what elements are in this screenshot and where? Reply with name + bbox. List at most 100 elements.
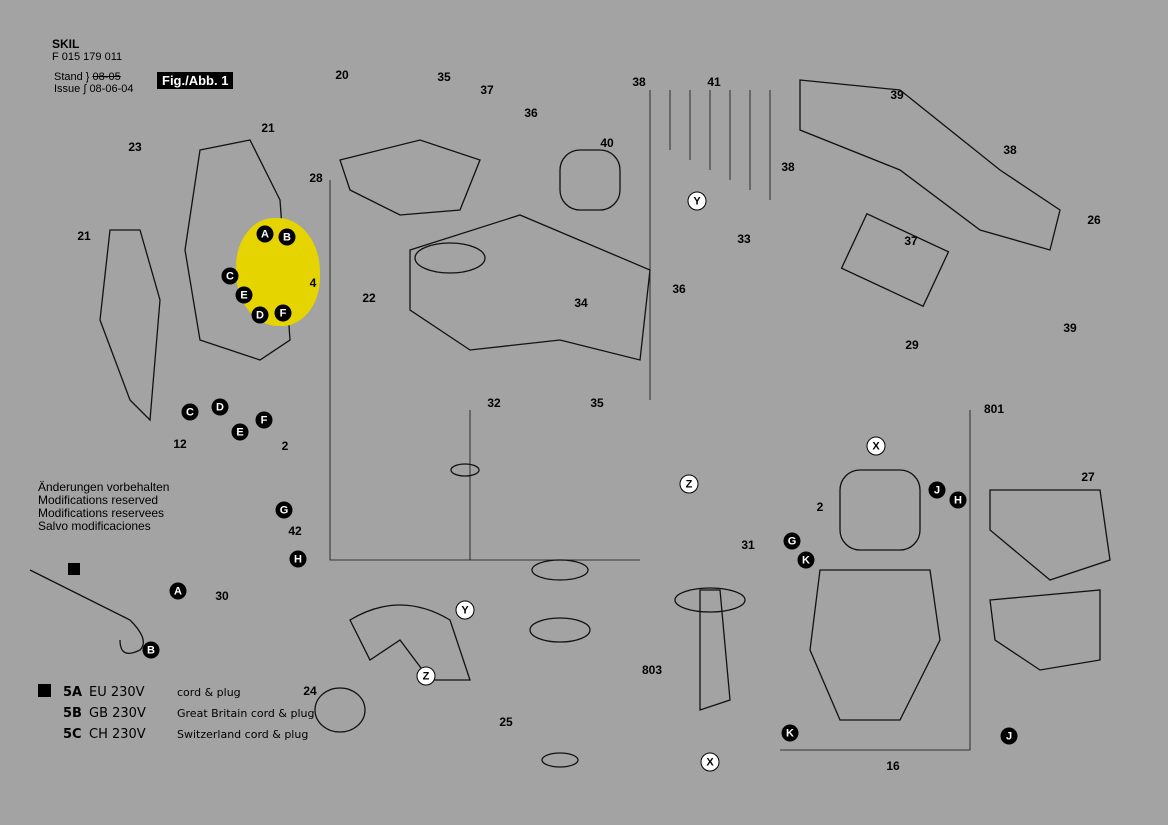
figure-label: Fig./Abb. 1 (157, 72, 234, 89)
part-number-label: 33 (737, 232, 751, 246)
legend-voltage: CH 230V (89, 727, 146, 742)
part-number-label: 42 (288, 524, 302, 538)
part-number-label: 38 (632, 75, 646, 89)
square-marker-icon (38, 684, 51, 697)
part-number-label: 38 (1003, 143, 1017, 157)
connector-letter-badge: X (700, 752, 720, 772)
part-number-label: 21 (77, 229, 91, 243)
part-number-label: 22 (362, 291, 376, 305)
connector-letter-badge: G (275, 501, 293, 519)
side-handle (314, 604, 471, 733)
part-number-label: 41 (707, 75, 721, 89)
part-number-label: 37 (904, 234, 918, 248)
part-number-label: 2 (816, 500, 824, 514)
part-number-label: 39 (890, 88, 904, 102)
connector-letter-badge: K (797, 551, 815, 569)
connector-letter-badge: F (255, 411, 273, 429)
part-number-label: 30 (215, 589, 229, 603)
part-number-label: 35 (590, 396, 604, 410)
legend-row: 5C CH 230V Switzerland cord & plug (38, 724, 314, 745)
part-number-label: 29 (905, 338, 919, 352)
connector-letter-badge: Y (455, 600, 475, 620)
connector-letter-badge: A (256, 225, 274, 243)
connector-letter-badge: X (866, 436, 886, 456)
modification-notes: Änderungen vorbehalten Modifications res… (38, 481, 169, 533)
part-number-label: 16 (886, 759, 900, 773)
part-number-label: 21 (261, 121, 275, 135)
connector-letter-badge: Z (679, 474, 699, 494)
part-number-label: 32 (487, 396, 501, 410)
issue-label: Issue (54, 83, 81, 95)
note: Salvo modificaciones (38, 519, 151, 533)
spindle-assembly (559, 79, 1061, 308)
part-number-label: 801 (983, 402, 1005, 416)
part-number-label: 40 (600, 136, 614, 150)
legend-row: 5A EU 230V cord & plug (38, 682, 314, 703)
part-number-label: 26 (1087, 213, 1101, 227)
leader-lines (329, 90, 971, 751)
brush-covers (989, 489, 1111, 671)
connector-letter-badge: H (949, 491, 967, 509)
legend-desc: cord & plug (177, 686, 241, 699)
part-code: F 015 179 011 (52, 51, 123, 63)
part-number-label: 36 (524, 106, 538, 120)
motor-housing (809, 469, 941, 721)
part-number-label: 35 (437, 70, 451, 84)
connector-letter-badge: J (928, 481, 946, 499)
legend-key: 5C (63, 727, 82, 742)
stand-issue: Stand } 08-05 Issue ∫ 08-06-04 (54, 71, 134, 95)
connector-letter-badge: B (142, 641, 160, 659)
cord-legend: 5A EU 230V cord & plug 5B GB 230V Great Brit… (38, 682, 314, 745)
legend-key: 5A (63, 685, 83, 700)
legend-desc: Switzerland cord & plug (177, 728, 309, 741)
legend-key: 5B (63, 706, 82, 721)
part-number-label: 4 (309, 276, 317, 290)
stand-value: 08-05 (92, 71, 121, 83)
cord (29, 569, 144, 654)
part-number-label: 31 (741, 538, 755, 552)
connector-letter-badge: Y (687, 191, 707, 211)
part-number-label: 2 (281, 439, 289, 453)
part-number-label: 36 (672, 282, 686, 296)
connector-letter-badge: E (231, 423, 249, 441)
legend-desc: Great Britain cord & plug (177, 707, 315, 720)
note: Änderungen vorbehalten (38, 480, 170, 494)
connector-letter-badge: B (278, 228, 296, 246)
note: Modifications reserved (38, 493, 159, 507)
note: Modifications reservees (38, 506, 165, 520)
legend-voltage: EU 230V (89, 685, 145, 700)
part-number-label: 803 (641, 663, 663, 677)
top-cover (339, 139, 481, 216)
part-number-label: 20 (335, 68, 349, 82)
connector-letter-badge: A (169, 582, 187, 600)
gear-housing (409, 214, 651, 361)
connector-letter-badge: K (781, 724, 799, 742)
part-number-label: 37 (480, 83, 494, 97)
connector-letter-badge: Z (416, 666, 436, 686)
issue-value: 08-06-04 (89, 83, 134, 95)
connector-letter-badge: F (274, 304, 292, 322)
part-number-label: 24 (303, 684, 317, 698)
square-marker-icon (68, 563, 80, 575)
part-number-label: 12 (173, 437, 187, 451)
connector-letter-badge: G (783, 532, 801, 550)
connector-letter-badge: D (211, 398, 229, 416)
part-number-label: 28 (309, 171, 323, 185)
part-number-label: 39 (1063, 321, 1077, 335)
handle-housing (99, 139, 291, 422)
brand-label: SKIL (52, 37, 80, 51)
legend-row: 5B GB 230V Great Britain cord & plug (38, 703, 314, 724)
connector-letter-badge: D (251, 306, 269, 324)
connector-letter-badge: J (1000, 727, 1018, 745)
part-number-label: 38 (781, 160, 795, 174)
part-number-label: 27 (1081, 470, 1095, 484)
stand-label: Stand (54, 71, 83, 83)
part-number-label: 23 (128, 140, 142, 154)
connector-letter-badge: H (289, 550, 307, 568)
connector-letter-badge: E (235, 286, 253, 304)
legend-voltage: GB 230V (89, 706, 146, 721)
part-number-label: 34 (574, 296, 588, 310)
armature (674, 587, 746, 711)
connector-letter-badge: C (221, 267, 239, 285)
